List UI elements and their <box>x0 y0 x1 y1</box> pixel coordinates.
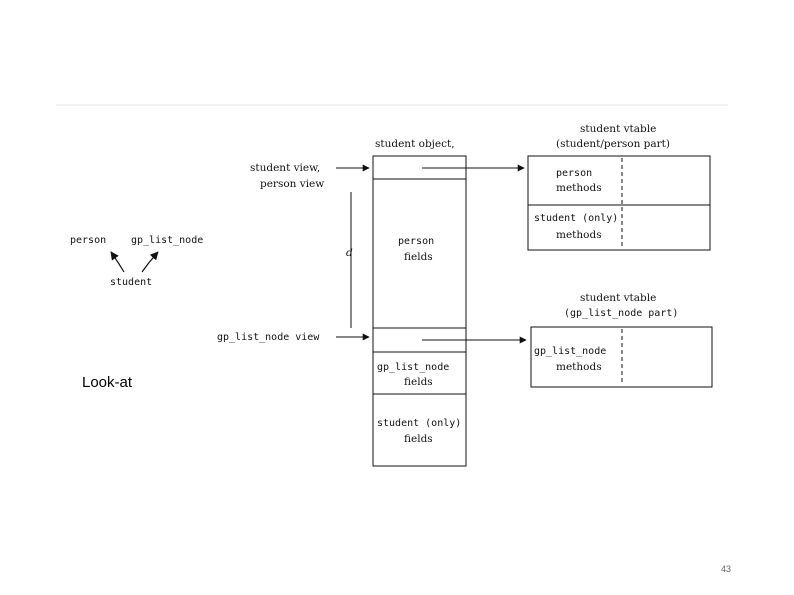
vtable1-title-2: (student/person part) <box>556 138 670 150</box>
class-hierarchy: person gp_list_node student <box>70 235 203 288</box>
object-title: student object, <box>375 138 455 150</box>
vtable2-title-2: (gp_list_node part) <box>564 308 678 319</box>
vtable-gp-list-node: student vtable (gp_list_node part) gp_li… <box>530 292 713 388</box>
gp-fields-label-2: fields <box>404 376 433 388</box>
person-fields-label-1: person <box>398 236 434 247</box>
student-fields-label-2: fields <box>404 433 433 445</box>
person-view-label: person view <box>260 178 324 190</box>
gp-fields-label-1: gp_list_node <box>377 362 449 373</box>
vtable2-row1-label-2: methods <box>556 361 602 373</box>
student-view-label: student view, <box>250 162 320 174</box>
slide-note: Look-at <box>82 374 133 391</box>
header-rule <box>56 104 728 106</box>
vtable1-title-1: student vtable <box>580 123 656 135</box>
vtable1-row1-label-1: person <box>556 168 592 179</box>
vtable1-box <box>527 155 711 251</box>
vtable1-row2-label-1: student (only) <box>534 213 618 224</box>
person-fields-label-2: fields <box>404 251 433 263</box>
vtable2-box <box>530 326 713 388</box>
view-pointers: student view, person view gp_list_node v… <box>217 162 370 343</box>
class-person-label: person <box>70 235 106 246</box>
vtable1-row2-label-2: methods <box>556 229 602 241</box>
vtable2-title-1: student vtable <box>580 292 656 304</box>
inherits-person-arrow <box>110 251 125 273</box>
vtable-student-person: student vtable (student/person part) per… <box>527 123 711 251</box>
inherits-gp-list-node-arrow <box>141 251 159 273</box>
student-fields-label-1: student (only) <box>377 418 461 429</box>
page-number: 43 <box>721 564 732 574</box>
object-box <box>372 155 467 467</box>
offset-d-label: d <box>346 247 353 259</box>
gp-list-node-view-label: gp_list_node view <box>217 332 320 343</box>
class-gp-list-node-label: gp_list_node <box>131 235 203 246</box>
class-student-label: student <box>110 277 152 288</box>
student-object: student object, person fields gp_list_no… <box>372 138 467 467</box>
vtable1-row1-label-2: methods <box>556 182 602 194</box>
vtable2-row1-label-1: gp_list_node <box>534 346 606 357</box>
